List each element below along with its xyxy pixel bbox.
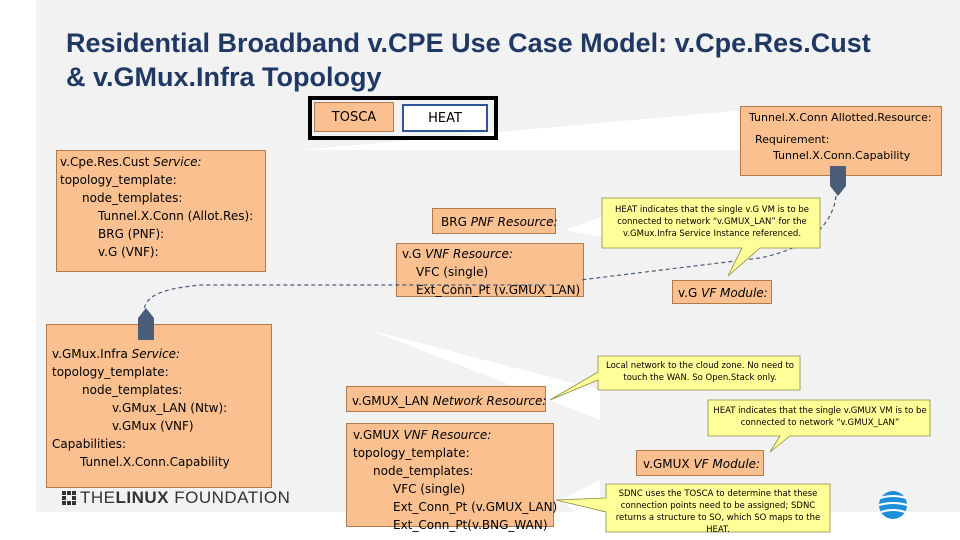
capability-connector — [143, 284, 560, 323]
callout-heat-vg-text: HEAT indicates that the single v.G VM is… — [615, 205, 809, 239]
logo-foundation: FOUNDATION — [169, 488, 291, 507]
capability-marker — [138, 308, 154, 340]
cpe-node-vg: v.G (VNF): — [98, 245, 159, 259]
gmux-node-templates: node_templates: — [82, 383, 183, 397]
tunnel-box-requirement: Requirement: — [755, 133, 830, 146]
vg-vnf-kind: VNF Resource: — [425, 247, 513, 261]
gmux-vf-module-box: v.GMUX VF Module: — [636, 450, 764, 476]
gmux-topology-template: topology_template: — [52, 365, 169, 379]
brg-kind: PNF Resource: — [470, 215, 558, 229]
gmux-infra-service-box: v.GMux.Infra Service: topology_template:… — [46, 324, 272, 488]
brg-heading: BRG PNF Resource: — [441, 213, 558, 231]
gmux-lan-kind: Network Resource: — [432, 394, 547, 408]
legend-heat: HEAT — [402, 104, 488, 132]
cpe-node-brg: BRG (PNF): — [98, 227, 165, 241]
vg-vf-name: v.G — [678, 286, 698, 300]
legend-tosca: TOSCA — [314, 102, 394, 132]
linux-foundation-icon — [62, 491, 76, 505]
title-line-1: Residential Broadband v.CPE Use Case Mod… — [66, 28, 871, 58]
gmux-node-vnf: v.GMux (VNF) — [112, 419, 194, 433]
page-title: Residential Broadband v.CPE Use Case Mod… — [66, 26, 926, 94]
gmux-vf-kind: VF Module: — [693, 457, 761, 471]
requirement-connector — [579, 195, 837, 281]
vg-vnf-conn-pt: Ext_Conn_Pt (v.GMUX_LAN) — [416, 283, 581, 297]
vg-vnf-heading: v.G VNF Resource: — [402, 245, 583, 263]
brg-name: BRG — [441, 215, 467, 229]
logo-linux: LINUX — [115, 488, 169, 507]
gmux-node-lan: v.GMux_LAN (Ntw): — [112, 401, 228, 415]
cpe-node-tunnel: Tunnel.X.Conn (Allot.Res): — [98, 209, 254, 223]
gmux-vnf-resource-box: v.GMUX VNF Resource: topology_template: … — [346, 423, 558, 532]
gmux-service-kind: Service: — [131, 347, 181, 361]
tunnel-box-capability: Tunnel.X.Conn.Capability — [773, 149, 911, 162]
cpe-service-kind: Service: — [153, 155, 202, 169]
logo-the: THE — [80, 488, 116, 507]
gmux-vnf-topology: topology_template: — [353, 446, 470, 460]
title-line-2: & v.GMux.Infra Topology — [66, 62, 382, 92]
gmux-service-name: v.GMux.Infra — [52, 347, 128, 361]
cpe-service-box: v.Cpe.Res.Cust Service: topology_templat… — [56, 150, 266, 272]
vg-vf-module-box: v.G VF Module: — [672, 280, 772, 304]
callout-local-network-text: Local network to the cloud zone. No need… — [606, 361, 794, 383]
callout-heat-gmux-text: HEAT indicates that the single v.GMUX VM… — [713, 406, 927, 428]
vg-vf-heading: v.G VF Module: — [678, 284, 771, 302]
tunnel-box-heading: Tunnel.X.Conn Allotted.Resource: — [749, 111, 932, 124]
vg-vnf-resource-box: v.G VNF Resource: VFC (single) Ext_Conn_… — [396, 243, 584, 297]
gmux-lan-name: v.GMUX_LAN — [352, 394, 429, 408]
gmux-vf-name: v.GMUX — [643, 457, 690, 471]
callout-sdnc-text: SDNC uses the TOSCA to determine that th… — [615, 489, 821, 535]
cpe-service-heading: v.Cpe.Res.Cust Service: — [60, 153, 265, 171]
callout-heat-gmux — [707, 399, 931, 453]
gmux-vnf-conn-lan: Ext_Conn_Pt (v.GMUX_LAN) — [393, 500, 558, 514]
callout-sdnc — [555, 483, 831, 533]
gmux-vnf-name: v.GMUX — [353, 428, 400, 442]
gmux-capabilities: Capabilities: — [52, 437, 127, 451]
gmux-lan-heading: v.GMUX_LAN Network Resource: — [352, 392, 547, 410]
tunnel-allotted-resource-box: Tunnel.X.Conn Allotted.Resource: Require… — [740, 106, 942, 176]
gmux-vf-heading: v.GMUX VF Module: — [643, 455, 763, 473]
gmux-vnf-heading: v.GMUX VNF Resource: — [353, 426, 553, 444]
linux-foundation-logo: THELINUX FOUNDATION — [80, 488, 290, 508]
vg-vnf-vfc: VFC (single) — [416, 265, 489, 279]
vg-vf-kind: VF Module: — [701, 286, 768, 300]
gmux-vnf-node-templates: node_templates: — [373, 464, 474, 478]
cpe-service-name: v.Cpe.Res.Cust — [60, 155, 150, 169]
requirement-marker — [830, 166, 846, 196]
vg-vnf-name: v.G — [402, 247, 422, 261]
gmux-vnf-vfc: VFC (single) — [393, 482, 466, 496]
callout-heat-vg — [601, 197, 821, 277]
legend-frame — [308, 96, 498, 140]
gmux-capability-tunnel: Tunnel.X.Conn.Capability — [80, 455, 230, 469]
gmux-service-heading: v.GMux.Infra Service: — [52, 345, 271, 363]
att-globe-icon — [878, 491, 908, 519]
gmux-vnf-conn-wan: Ext_Conn_Pt(v.BNG_WAN) — [393, 518, 548, 532]
brg-pnf-resource-box: BRG PNF Resource: — [432, 208, 558, 234]
cpe-node-templates: node_templates: — [82, 191, 183, 205]
cpe-topology-template: topology_template: — [60, 173, 177, 187]
gmux-lan-network-box: v.GMUX_LAN Network Resource: — [346, 386, 546, 412]
callout-local-network — [549, 355, 801, 401]
gmux-vnf-kind: VNF Resource: — [403, 428, 492, 442]
